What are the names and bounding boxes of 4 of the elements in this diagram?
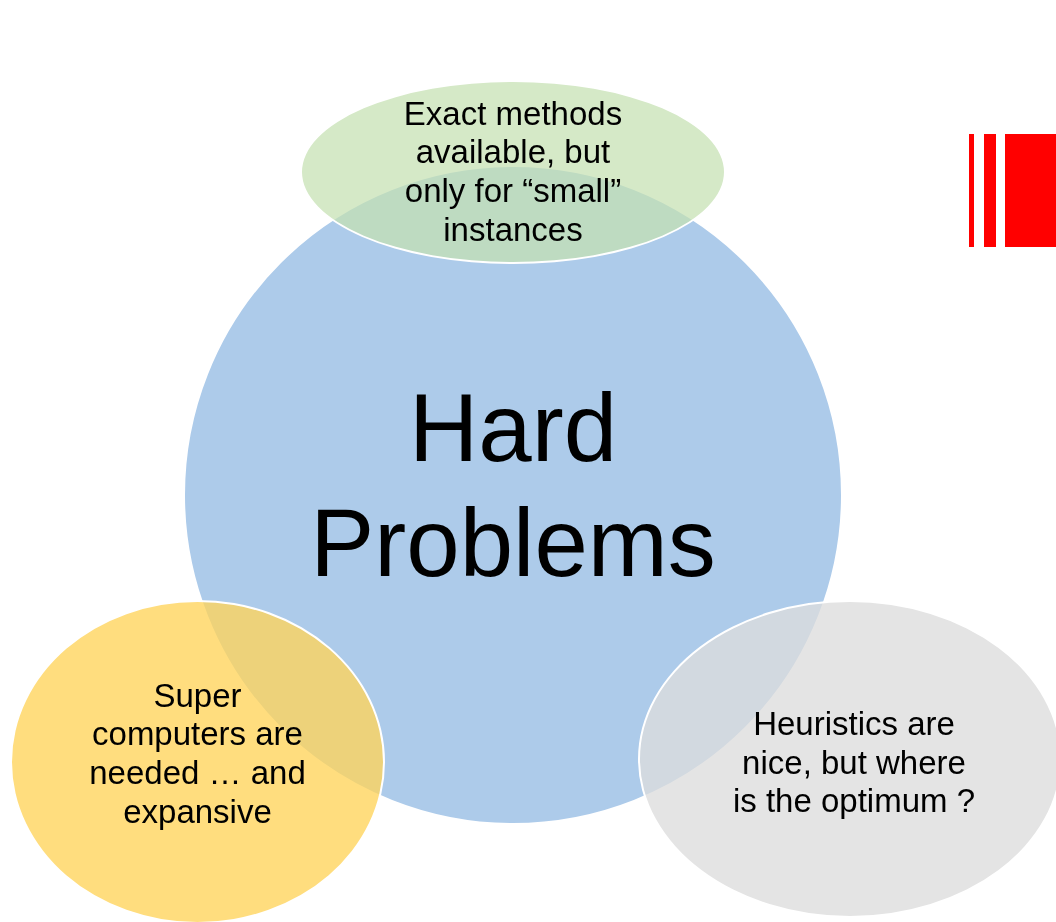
node-text: Super computers are needed … and expansive [88,676,307,832]
node-text: Hard Problems [309,372,717,598]
node-text: Heuristics are nice, but where is the optimum ? [731,705,977,821]
node-text: Exact methods available, but only for “small” instances [402,94,624,250]
